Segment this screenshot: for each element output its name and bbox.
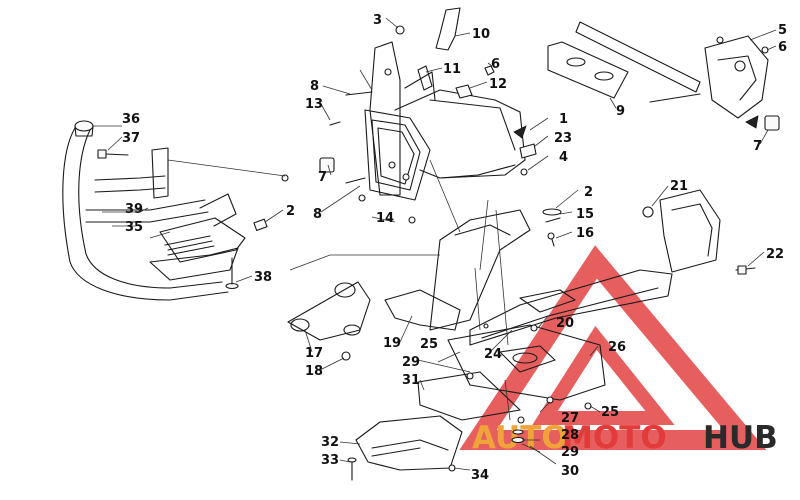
callout-6: 6 <box>491 57 500 72</box>
callout-4: 4 <box>559 150 568 165</box>
clip-2-left <box>253 174 289 232</box>
fasteners-lower <box>347 372 592 481</box>
bumper-cap <box>74 120 94 137</box>
spacer-7-right <box>764 115 780 131</box>
bracket-plate <box>159 193 246 263</box>
watermark-triangle-inner <box>532 325 675 425</box>
callout-31: 31 <box>402 373 420 388</box>
bolt-37 <box>97 149 129 159</box>
callout-20: 20 <box>556 316 574 331</box>
leader-lines <box>92 17 777 471</box>
pin-11 <box>417 65 433 91</box>
mount-tab <box>151 147 169 199</box>
callout-8: 8 <box>313 207 322 222</box>
callout-16: 16 <box>576 226 594 241</box>
rail-5 <box>575 21 769 119</box>
callout-39: 39 <box>125 202 143 217</box>
callout-17: 17 <box>305 346 323 361</box>
callout-1: 1 <box>559 112 568 127</box>
callout-23: 23 <box>554 131 572 146</box>
bolt-8 <box>345 91 373 184</box>
bolt-13 <box>329 121 341 126</box>
callout-6: 6 <box>778 40 787 55</box>
callout-7: 7 <box>318 170 327 185</box>
bolt-38 <box>225 257 239 290</box>
spacer-7-left <box>319 157 335 173</box>
skid-plate-32 <box>355 415 463 471</box>
callout-8: 8 <box>310 79 319 94</box>
callout-29: 29 <box>561 445 579 460</box>
callout-37: 37 <box>122 131 140 146</box>
callout-32: 32 <box>321 435 339 450</box>
callout-38: 38 <box>254 270 272 285</box>
callout-19: 19 <box>383 336 401 351</box>
callout-5: 5 <box>778 23 787 38</box>
plate-9 <box>547 41 629 99</box>
mount-17 <box>287 281 371 361</box>
callout-13: 13 <box>305 97 323 112</box>
front-bumper <box>62 127 239 301</box>
bolt-14 <box>358 194 416 224</box>
nut-6-center <box>484 65 495 76</box>
callout-2: 2 <box>584 185 593 200</box>
callout-18: 18 <box>305 364 323 379</box>
callout-9: 9 <box>616 104 625 119</box>
parts-artwork <box>62 7 780 481</box>
callout-3: 3 <box>373 13 382 28</box>
lever-10 <box>435 7 461 51</box>
callout-10: 10 <box>472 27 490 42</box>
callout-28: 28 <box>561 428 579 443</box>
upper-frame <box>364 41 526 201</box>
callout-2: 2 <box>286 204 295 219</box>
callout-12: 12 <box>489 77 507 92</box>
washer-2-right <box>542 208 562 247</box>
callout-29: 29 <box>402 355 420 370</box>
callout-26: 26 <box>608 340 626 355</box>
watermark-triangle-outer <box>459 245 767 450</box>
callout-36: 36 <box>122 112 140 127</box>
side-bracket-21 <box>642 189 756 275</box>
watermark-word-moto: MOTO <box>562 420 667 456</box>
callout-11: 11 <box>443 62 461 77</box>
callout-34: 34 <box>471 468 489 483</box>
callout-labels: 1 2 2 3 4 5 6 6 7 7 8 8 9 10 11 12 13 14… <box>122 13 787 483</box>
pointer-marks <box>513 115 759 139</box>
callout-15: 15 <box>576 207 594 222</box>
callout-27: 27 <box>561 411 579 426</box>
callout-25: 25 <box>420 337 438 352</box>
watermark-word-hub: HUB <box>703 420 778 456</box>
callout-25: 25 <box>601 405 619 420</box>
callout-24: 24 <box>484 347 502 362</box>
watermark: AUTO MOTO HUB <box>459 245 778 456</box>
callout-22: 22 <box>766 247 784 262</box>
callout-21: 21 <box>670 179 688 194</box>
callout-30: 30 <box>561 464 579 479</box>
callout-33: 33 <box>321 453 339 468</box>
callout-35: 35 <box>125 220 143 235</box>
nut-4 <box>520 168 528 176</box>
block-12 <box>455 84 473 99</box>
callout-7: 7 <box>753 139 762 154</box>
bracket-23 <box>519 143 537 159</box>
callout-14: 14 <box>376 211 394 226</box>
